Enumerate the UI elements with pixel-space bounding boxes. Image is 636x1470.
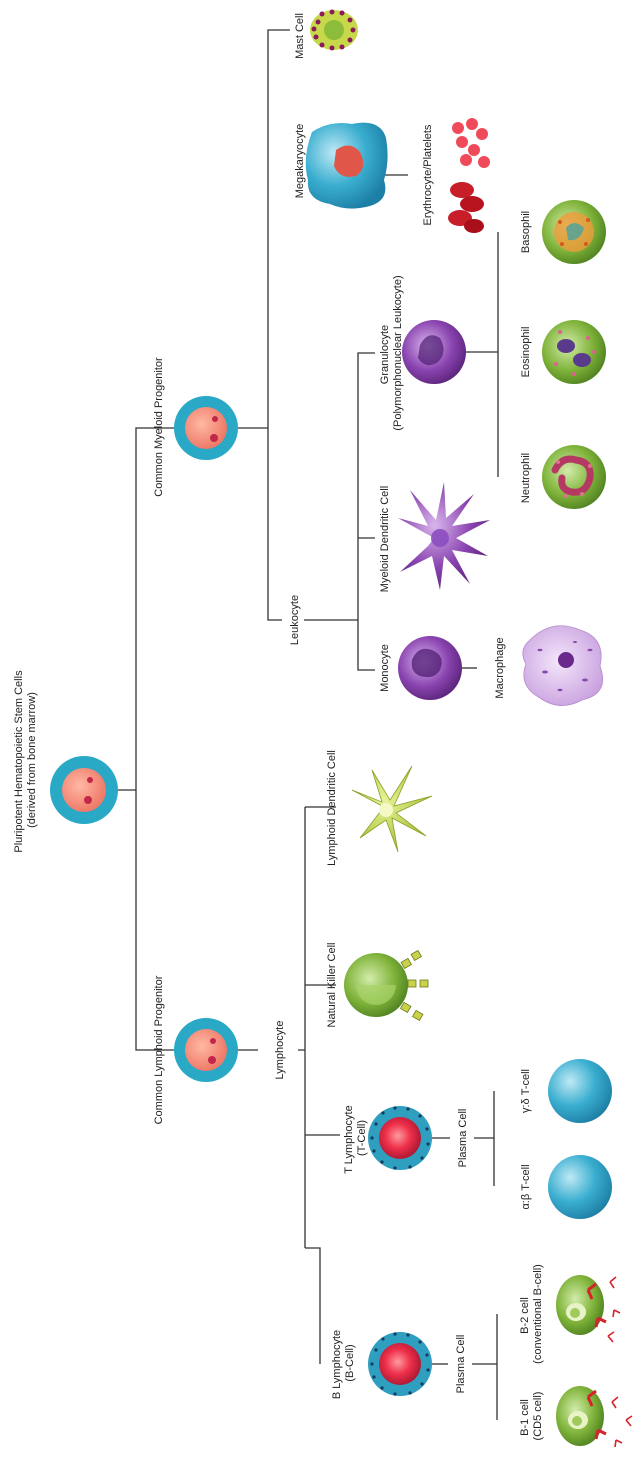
stem-cell-label: Pluripotent Hematopoietic Stem Cells (de… [13, 667, 38, 852]
stem-cell-icon [50, 756, 118, 824]
mast-cell-label: Mast Cell [294, 13, 306, 59]
erythro-platelets-label: Erythrocyte/Platelets [422, 124, 434, 225]
myeloid-progenitor-label: Common Myeloid Progenitor [153, 357, 165, 497]
eosinophil-icon [542, 320, 606, 384]
monocyte-label: Monocyte [379, 644, 391, 692]
plasma-cell-t-label: Plasma Cell [457, 1109, 469, 1168]
neutrophil-label: Neutrophil [520, 453, 532, 503]
nk-cell-label: Natural Killer Cell [326, 943, 338, 1028]
lymphocyte-label: Lymphocyte [274, 1021, 286, 1080]
ab-t-cell-label: α:β T-cell [520, 1164, 532, 1209]
eosinophil-label: Eosinophil [520, 327, 532, 378]
t-lymphocyte-label: T Lymphocyte (T-Cell) [343, 1102, 368, 1174]
megakaryocyte-label: Megakaryocyte [294, 124, 306, 199]
b2-cell-icon [556, 1275, 620, 1342]
connector-lines [116, 30, 498, 1420]
lymphoid-dc-icon [352, 766, 432, 852]
granulocyte-icon [402, 320, 466, 384]
myeloid-dc-label: Myeloid Dendritic Cell [379, 486, 391, 592]
monocyte-icon [398, 636, 462, 700]
t-lymphocyte-icon [368, 1106, 432, 1170]
nk-cell-icon [344, 950, 428, 1020]
platelets-icon [452, 118, 490, 168]
gd-t-cell-label: γ:δ T-cell [520, 1069, 532, 1113]
granulocyte-label: Granulocyte (Polymorphonuclear Leukocyte… [379, 275, 404, 430]
b1-cell-icon [556, 1386, 632, 1447]
myeloid-dc-icon [398, 482, 490, 590]
erythrocytes-icon [448, 182, 484, 233]
b1-cell-label: B-1 cell (CD5 cell) [519, 1392, 544, 1441]
basophil-label: Basophil [520, 211, 532, 253]
b-lymphocyte-label: B Lymphocyte (B-Cell) [331, 1327, 356, 1399]
macrophage-label: Macrophage [494, 637, 506, 698]
gd-t-cell-icon [548, 1059, 612, 1123]
b-lymphocyte-icon [368, 1332, 432, 1396]
plasma-cell-b-label: Plasma Cell [455, 1335, 467, 1394]
macrophage-icon [523, 626, 603, 706]
lymphoid-progenitor-label: Common Lymphoid Progenitor [153, 975, 165, 1124]
b2-cell-label: B-2 cell (conventional B-cell) [519, 1264, 544, 1364]
basophil-icon [542, 200, 606, 264]
megakaryocyte-icon [306, 123, 388, 209]
lymphoid-dc-label: Lymphoid Dendritic Cell [326, 750, 338, 866]
mast-cell-icon [310, 10, 358, 51]
myeloid-progenitor-icon [174, 396, 238, 460]
leukocyte-label: Leukocyte [289, 595, 301, 645]
neutrophil-icon [542, 445, 606, 509]
lymphoid-progenitor-icon [174, 1018, 238, 1082]
ab-t-cell-icon [548, 1155, 612, 1219]
